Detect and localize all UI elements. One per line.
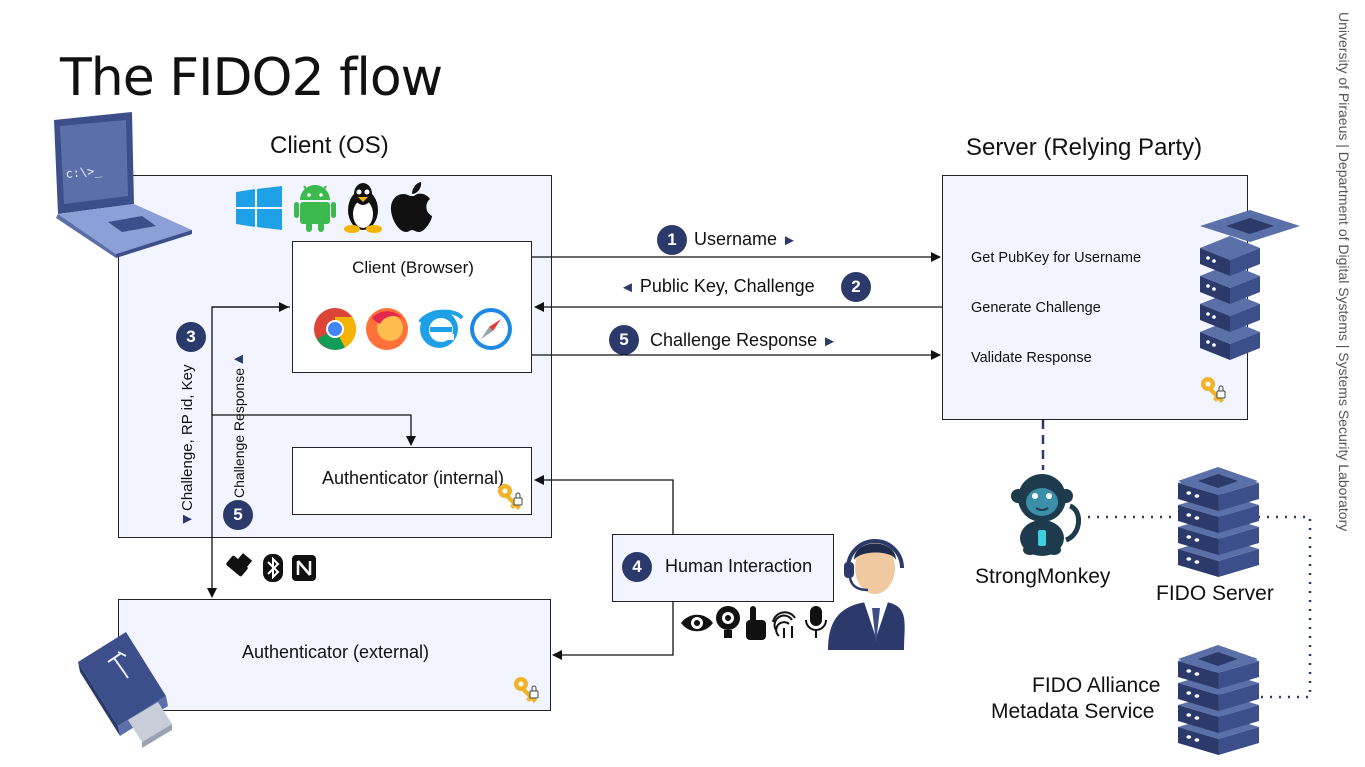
step5b-badge: 5: [223, 500, 253, 530]
chrome-icon: [314, 308, 357, 350]
arrow-to-internal-auth: [212, 414, 416, 446]
client-heading: Client (OS): [270, 132, 389, 159]
step4-badge: 4: [622, 552, 652, 582]
server-icon-fido: [1178, 467, 1259, 577]
link-fido-mds: [1258, 515, 1312, 699]
fingerprint-icon: [772, 611, 796, 638]
step5-badge: 5: [609, 325, 639, 355]
server-box: Get PubKey for Username Generate Challen…: [942, 175, 1248, 420]
page-title: The FIDO2 flow: [60, 48, 443, 108]
usb-stick-icon: [78, 632, 172, 748]
auth-external-label: Authenticator (external): [241, 642, 430, 662]
server-heading: Server (Relying Party): [966, 134, 1203, 161]
step3-badge: 3: [176, 322, 206, 352]
browser-label: Client (Browser): [352, 258, 474, 277]
authenticator-internal-box: Authenticator (internal): [292, 447, 532, 515]
usb-key-icon: [226, 553, 253, 577]
apple-icon: [390, 182, 432, 232]
step5-label: Challenge Response ►: [650, 330, 837, 350]
arrow-to-external-auth: [207, 306, 290, 598]
client-browser-box: Client (Browser): [292, 241, 532, 373]
linux-icon: [344, 183, 382, 233]
bluetooth-icon: [263, 554, 283, 582]
mds-label-line2: Metadata Service: [991, 700, 1155, 723]
edge-icon: [418, 309, 464, 348]
mds-label-line1: FIDO Alliance: [1032, 674, 1161, 697]
server-icon-mds: [1178, 645, 1259, 755]
touch-icon: [746, 606, 766, 640]
server-step-1: Get PubKey for Username: [971, 250, 1142, 266]
arrow-human-to-internal: [534, 475, 674, 534]
server-step-3: Validate Response: [971, 350, 1092, 366]
authenticator-external-box: Authenticator (external): [118, 599, 551, 711]
fido-server-label: FIDO Server: [1156, 582, 1274, 605]
firefox-icon: [366, 308, 408, 350]
key-icon-internal: [497, 483, 523, 511]
human-interaction-box: 4 Human Interaction: [612, 534, 834, 602]
key-icon-server: [1200, 376, 1226, 404]
face-icon: [716, 606, 740, 638]
android-icon: [294, 185, 336, 232]
server-step-2: Generate Challenge: [971, 300, 1101, 316]
safari-icon: [470, 308, 512, 350]
arrow-human-to-external: [552, 602, 674, 660]
laptop-icon: c:\>_: [54, 112, 192, 258]
human-interaction-label: Human Interaction: [665, 556, 813, 576]
step1-badge: 1: [657, 225, 687, 255]
step2-label: ◄ Public Key, Challenge: [620, 276, 815, 296]
eye-icon: [681, 614, 713, 632]
step2-badge: 2: [841, 272, 871, 302]
microphone-icon: [805, 606, 827, 638]
auth-internal-label: Authenticator (internal): [321, 468, 505, 488]
windows-icon: [236, 186, 282, 230]
strongmonkey-label: StrongMonkey: [975, 565, 1111, 588]
person-headset-icon: [828, 539, 905, 650]
monkey-icon: [1011, 474, 1081, 556]
sidebar-credit: University of Piraeus | Department of Di…: [1336, 12, 1352, 532]
server-icon-rp: [1200, 210, 1300, 360]
svg-text:c:\>_: c:\>_: [65, 163, 103, 181]
nfc-icon: [292, 555, 316, 581]
step1-label: Username ►: [694, 229, 797, 249]
key-icon-external: [513, 676, 539, 704]
